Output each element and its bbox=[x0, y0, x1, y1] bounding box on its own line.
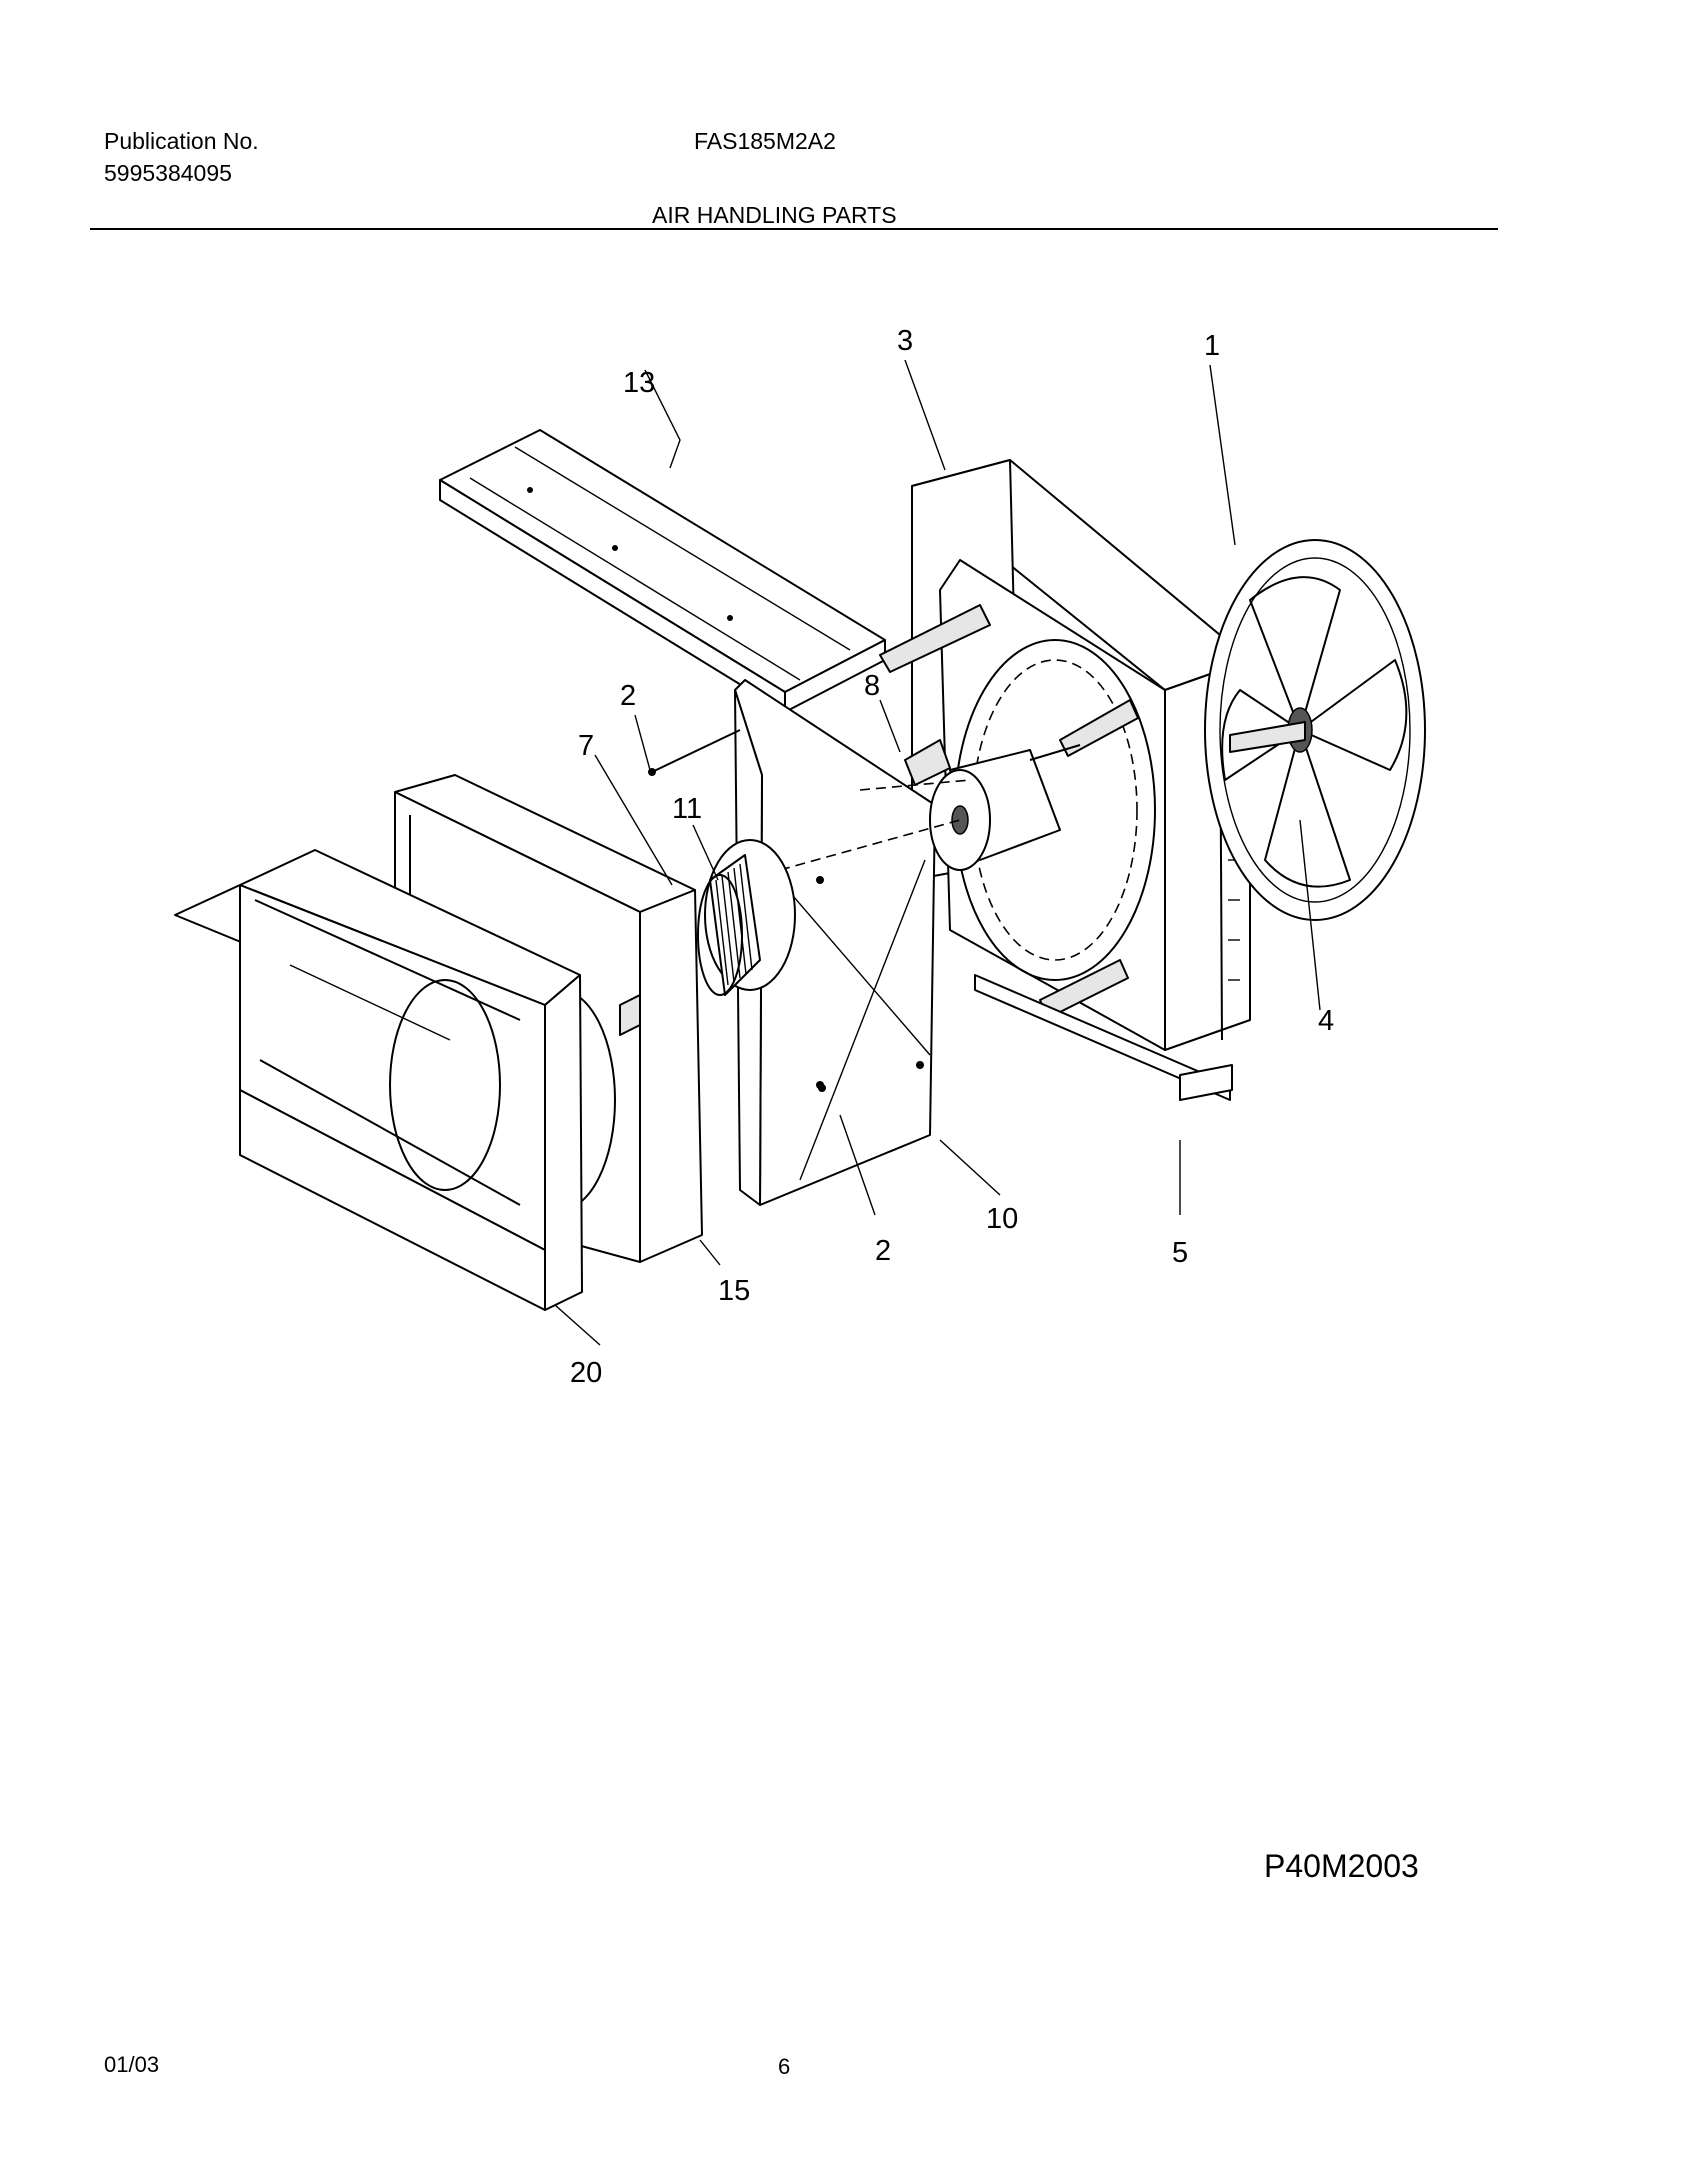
part-13-top-panel bbox=[439, 429, 886, 713]
leader-lines bbox=[554, 359, 1321, 1346]
figure-code: P40M2003 bbox=[1264, 1848, 1419, 1884]
callout-5: 5 bbox=[1172, 1237, 1188, 1269]
publication-number: 5995384095 bbox=[104, 160, 232, 186]
part-11-blower-wheel bbox=[697, 839, 796, 996]
callout-4: 4 bbox=[1318, 1005, 1334, 1037]
callout-2-lower: 2 bbox=[875, 1235, 891, 1267]
part-4-shaft bbox=[1229, 721, 1306, 753]
callout-8: 8 bbox=[864, 670, 880, 702]
part-20-front-frame bbox=[174, 849, 583, 1311]
callout-1: 1 bbox=[1204, 330, 1220, 362]
publication-label: Publication No. bbox=[104, 128, 259, 154]
page-number: 6 bbox=[778, 2054, 791, 2079]
section-title: AIR HANDLING PARTS bbox=[652, 202, 897, 228]
callout-13: 13 bbox=[623, 367, 655, 399]
callout-3: 3 bbox=[897, 325, 913, 357]
model-number: FAS185M2A2 bbox=[694, 128, 836, 154]
header-rule bbox=[90, 228, 1498, 230]
callout-7: 7 bbox=[578, 730, 594, 762]
part-8-clamp bbox=[904, 739, 951, 786]
exploded-parts-diagram: 1 2 2 3 4 5 7 8 10 11 13 15 20 bbox=[174, 325, 1426, 1389]
callout-15: 15 bbox=[718, 1275, 750, 1307]
callout-20: 20 bbox=[570, 1357, 602, 1389]
part-1-fan-blade bbox=[1204, 539, 1426, 921]
revision-date: 01/03 bbox=[104, 2052, 160, 2077]
part-3-shroud bbox=[879, 459, 1251, 1051]
callout-10: 10 bbox=[986, 1203, 1018, 1235]
callout-11: 11 bbox=[672, 793, 702, 825]
part-10-motor-mount bbox=[734, 679, 1081, 1206]
callout-2-upper: 2 bbox=[620, 680, 636, 712]
part-5-rod bbox=[974, 974, 1233, 1101]
